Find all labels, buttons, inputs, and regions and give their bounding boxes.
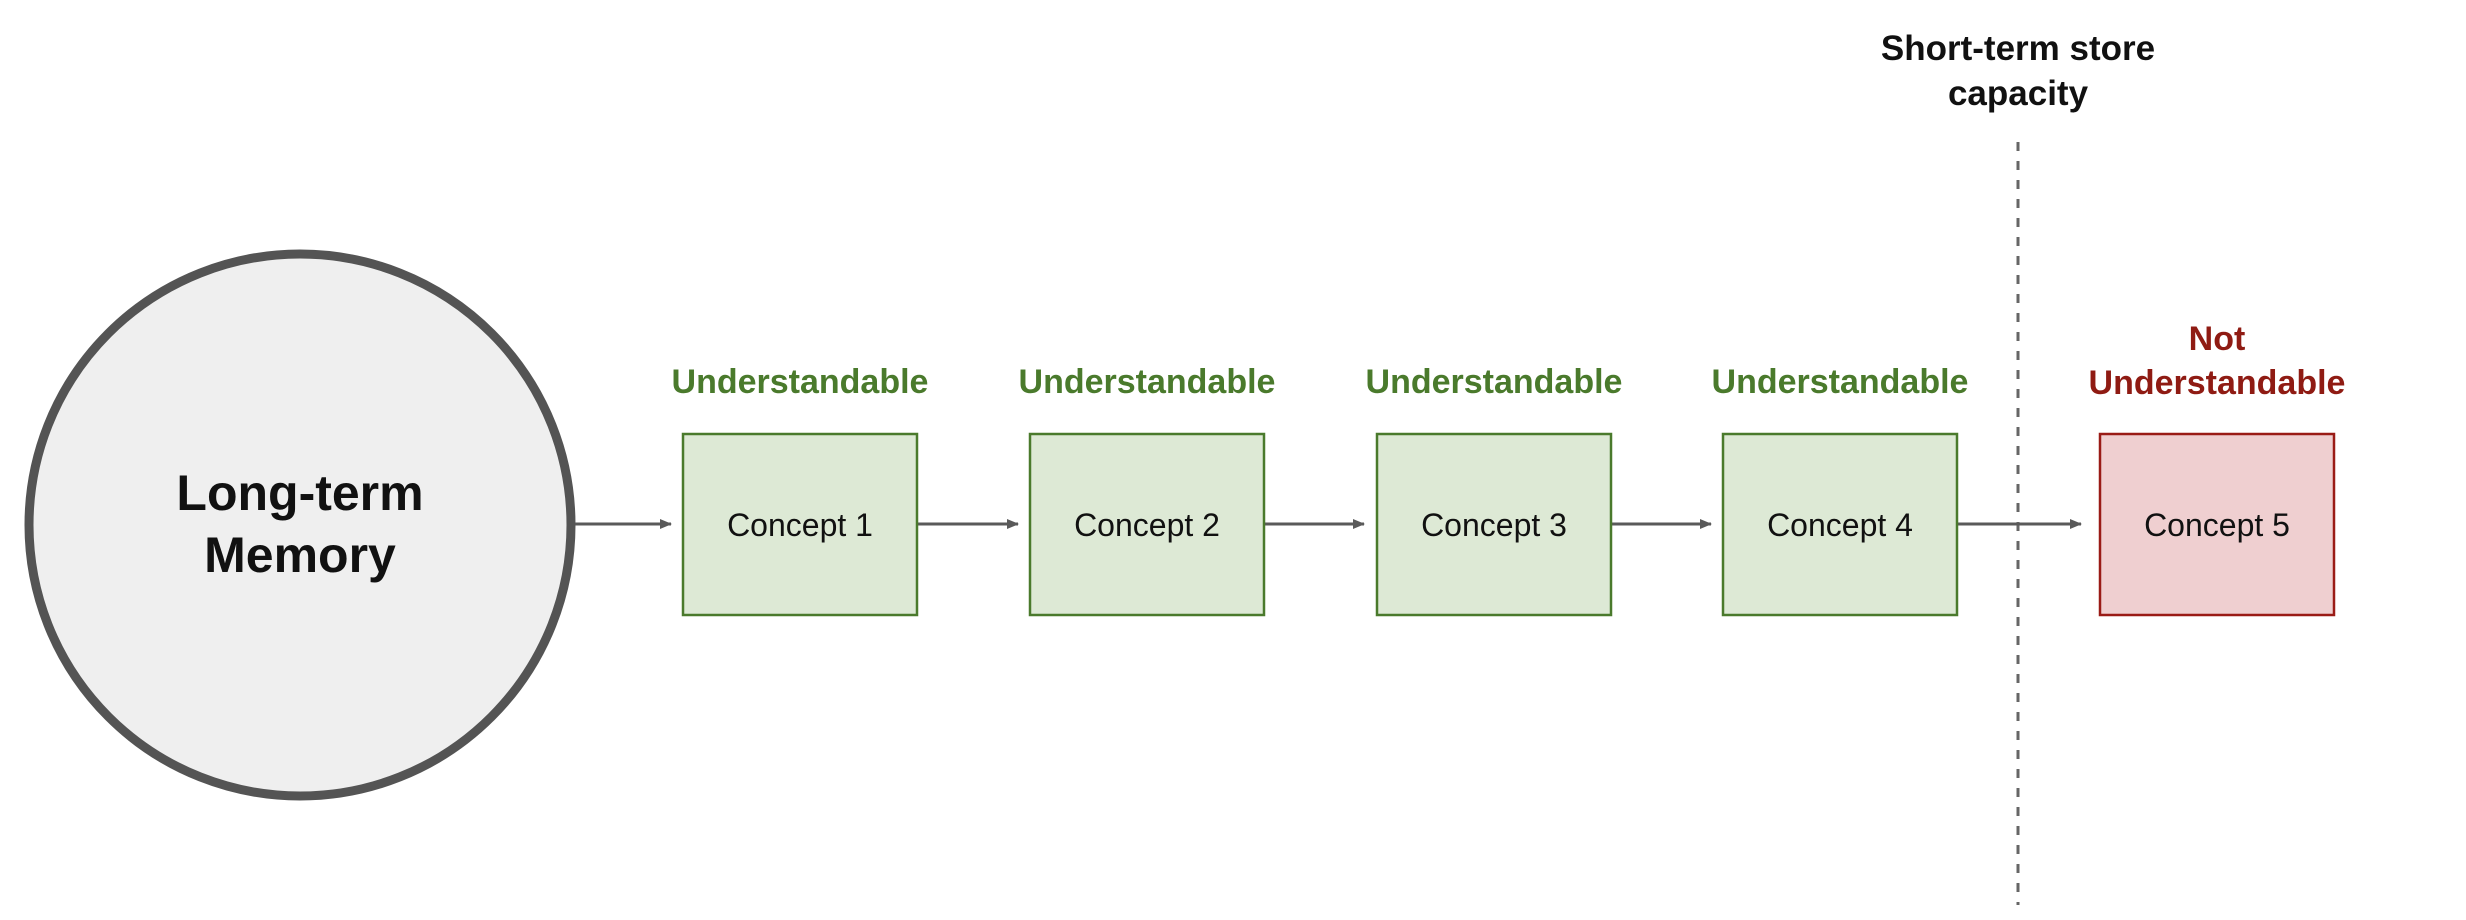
concept-5-status-line-1: Not	[2188, 320, 2246, 358]
concept-5-status: Not Understandable	[2089, 317, 2346, 405]
concept-5-status-line-2: Understandable	[2088, 364, 2346, 402]
long-term-memory-circle	[24, 249, 576, 801]
concept-5-label: Concept 5	[2144, 507, 2290, 543]
long-term-memory-line-1: Long-term	[176, 465, 424, 521]
concept-1-box	[681, 432, 919, 617]
long-term-memory-line-2: Memory	[204, 527, 396, 583]
concept-2-box	[1028, 432, 1266, 617]
concept-4-box	[1721, 432, 1959, 617]
short-term-capacity-line-1: Short-term store	[1880, 29, 2156, 68]
short-term-capacity-label: Short-term store capacity	[1881, 26, 2155, 116]
short-term-capacity-line-2: capacity	[1947, 74, 2089, 113]
concept-3-box	[1375, 432, 1613, 617]
concept-1-label: Concept 1	[727, 507, 873, 543]
concept-5-box	[2098, 432, 2336, 617]
concept-4-status: Understandable	[1711, 363, 1969, 401]
concept-3-status: Understandable	[1365, 363, 1623, 401]
concept-2-status: Understandable	[1018, 363, 1276, 401]
concept-4-label: Concept 4	[1767, 507, 1913, 543]
concept-2-label: Concept 2	[1074, 507, 1220, 543]
concept-3-label: Concept 3	[1421, 507, 1567, 543]
long-term-memory-label: Long-term Memory	[176, 462, 423, 586]
concept-1-status: Understandable	[671, 363, 929, 401]
